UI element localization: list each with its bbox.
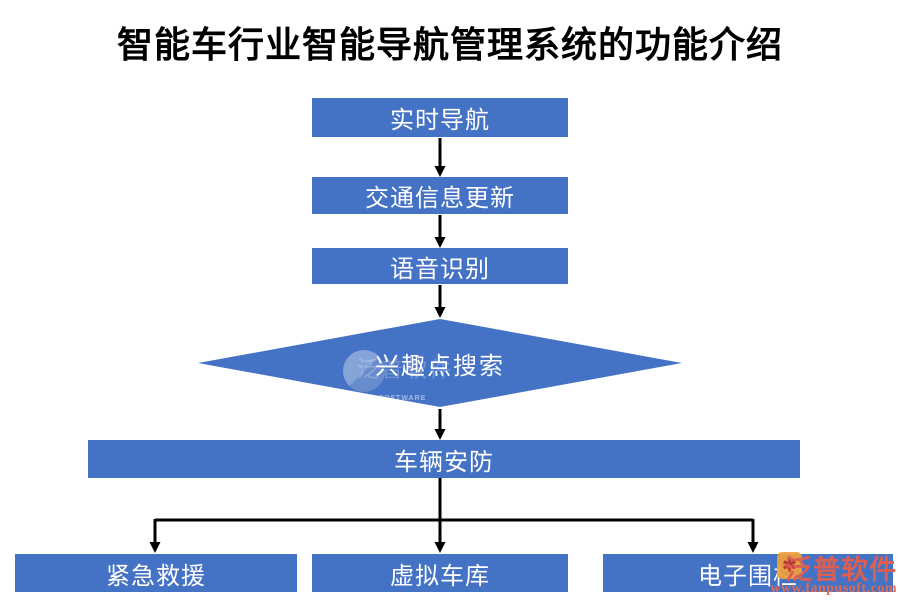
node-virtual-garage: 虚拟车库 [312, 554, 568, 592]
diamond-shape-icon [198, 319, 682, 407]
node-label: 交通信息更新 [365, 186, 515, 212]
node-vehicle-security: 车辆安防 [88, 440, 800, 478]
node-label: 车辆安防 [394, 449, 494, 476]
node-label: 虚拟车库 [390, 563, 490, 590]
node-voice-recognition: 语音识别 [312, 248, 568, 284]
node-emergency-rescue: 紧急救援 [15, 554, 297, 592]
fanpu-logo-watermark-icon [343, 350, 385, 392]
node-realtime-navigation: 实时导航 [312, 98, 568, 137]
watermark-brand-name: 泛普软件 [785, 555, 897, 585]
node-traffic-info-update: 交通信息更新 [312, 177, 568, 214]
fanpu-logo-glyph: ✱ [782, 555, 797, 575]
node-label: 实时导航 [390, 108, 490, 134]
fanpu-watermark-subtext: FANPU SOFTWARE [347, 395, 427, 402]
node-label: 紧急救援 [106, 563, 206, 590]
watermark-site-url: www.fanpusoft.com [770, 581, 897, 596]
node-label: 兴趣点搜索 [375, 353, 505, 380]
fanpu-logo-icon: ✱ [777, 552, 802, 579]
page-title: 智能车行业智能导航管理系统的功能介绍 [116, 25, 783, 65]
fanpu-watermark-text: 泛普软件 [357, 357, 454, 382]
node-label: 语音识别 [390, 256, 490, 283]
edge-security-branch [155, 478, 753, 522]
node-poi-search: 泛普软件 FANPU SOFTWARE 兴趣点搜索 [197, 318, 683, 408]
